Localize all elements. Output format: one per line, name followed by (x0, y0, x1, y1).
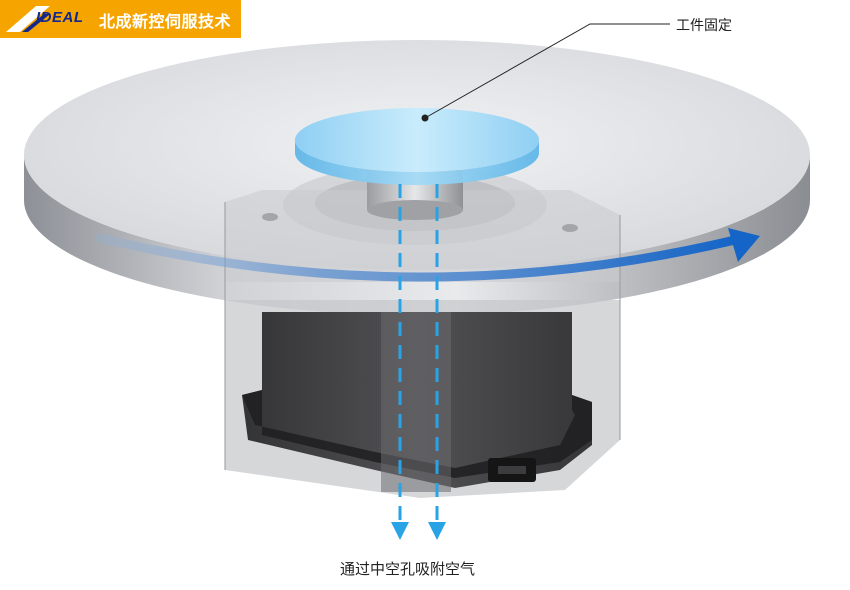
air-flow-arrow-icon (391, 522, 409, 540)
rotation-arrow-head (728, 228, 760, 262)
workpiece-top (295, 108, 539, 172)
workpiece-label: 工件固定 (676, 18, 732, 34)
brand-title: 北成新控伺服技术 (99, 12, 232, 31)
shaft-bottom (367, 200, 463, 220)
brand-header: IDEAL 北成新控伺服技术 (0, 0, 241, 38)
mount-screw-right (562, 224, 578, 232)
airflow-label: 通过中空孔吸附空气 (340, 560, 476, 578)
workpiece-leader-dot (421, 114, 429, 122)
motor-housing-upper (225, 190, 620, 282)
brand-logo-text: IDEAL (36, 9, 84, 26)
motor-connector-slot (498, 466, 526, 474)
mount-screw-left (262, 213, 278, 221)
workpiece-side (295, 140, 539, 185)
ideal-logo-icon (6, 6, 50, 32)
workpiece-leader-line (424, 23, 670, 119)
rotation-arrow-icon (95, 233, 740, 282)
air-flow-arrow-icon-right (428, 522, 446, 540)
hollow-shaft-lower (381, 312, 451, 492)
